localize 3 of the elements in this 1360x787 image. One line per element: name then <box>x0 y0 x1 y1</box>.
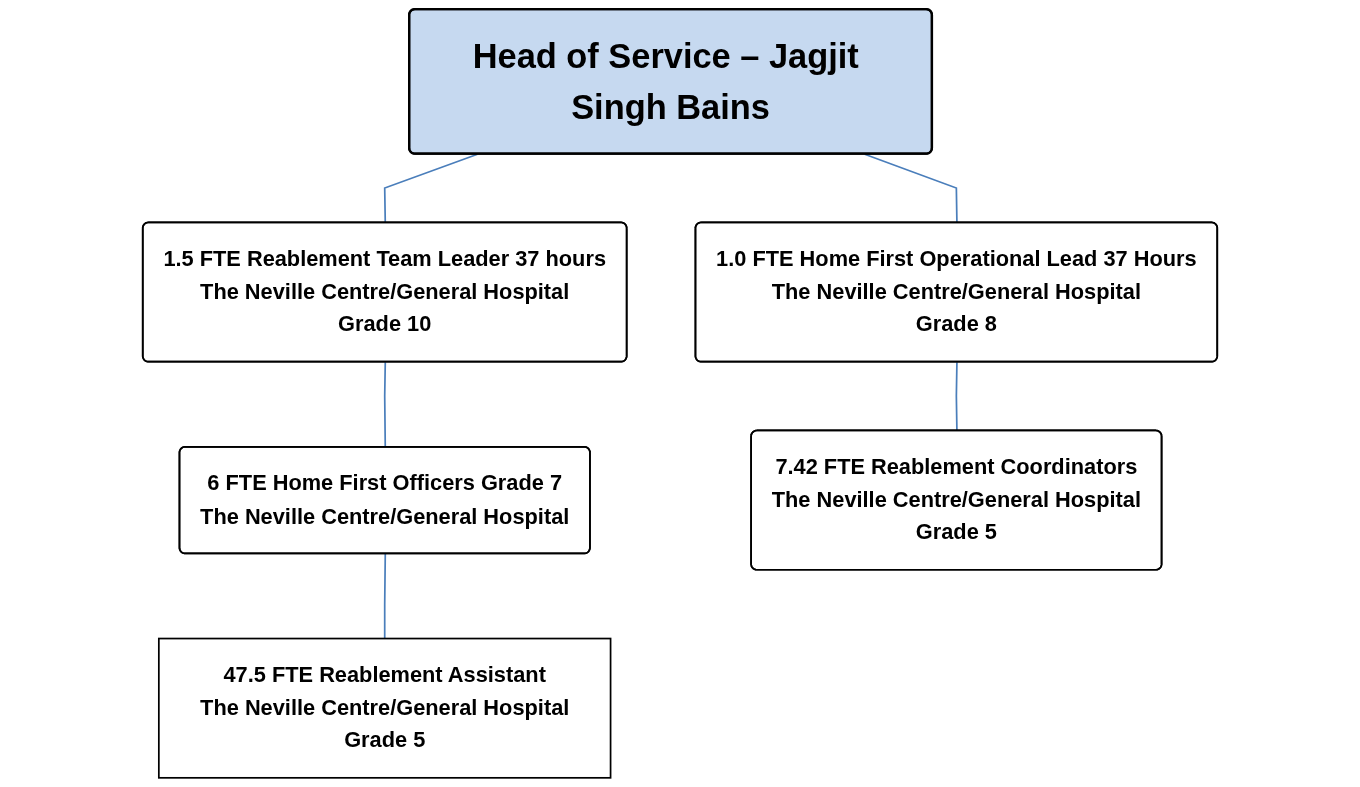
connector <box>383 553 387 640</box>
node-box: 47.5 FTE Reablement Assistant The Neville Centre/General Hospital Grade 5 <box>158 637 612 779</box>
connector <box>955 361 958 432</box>
